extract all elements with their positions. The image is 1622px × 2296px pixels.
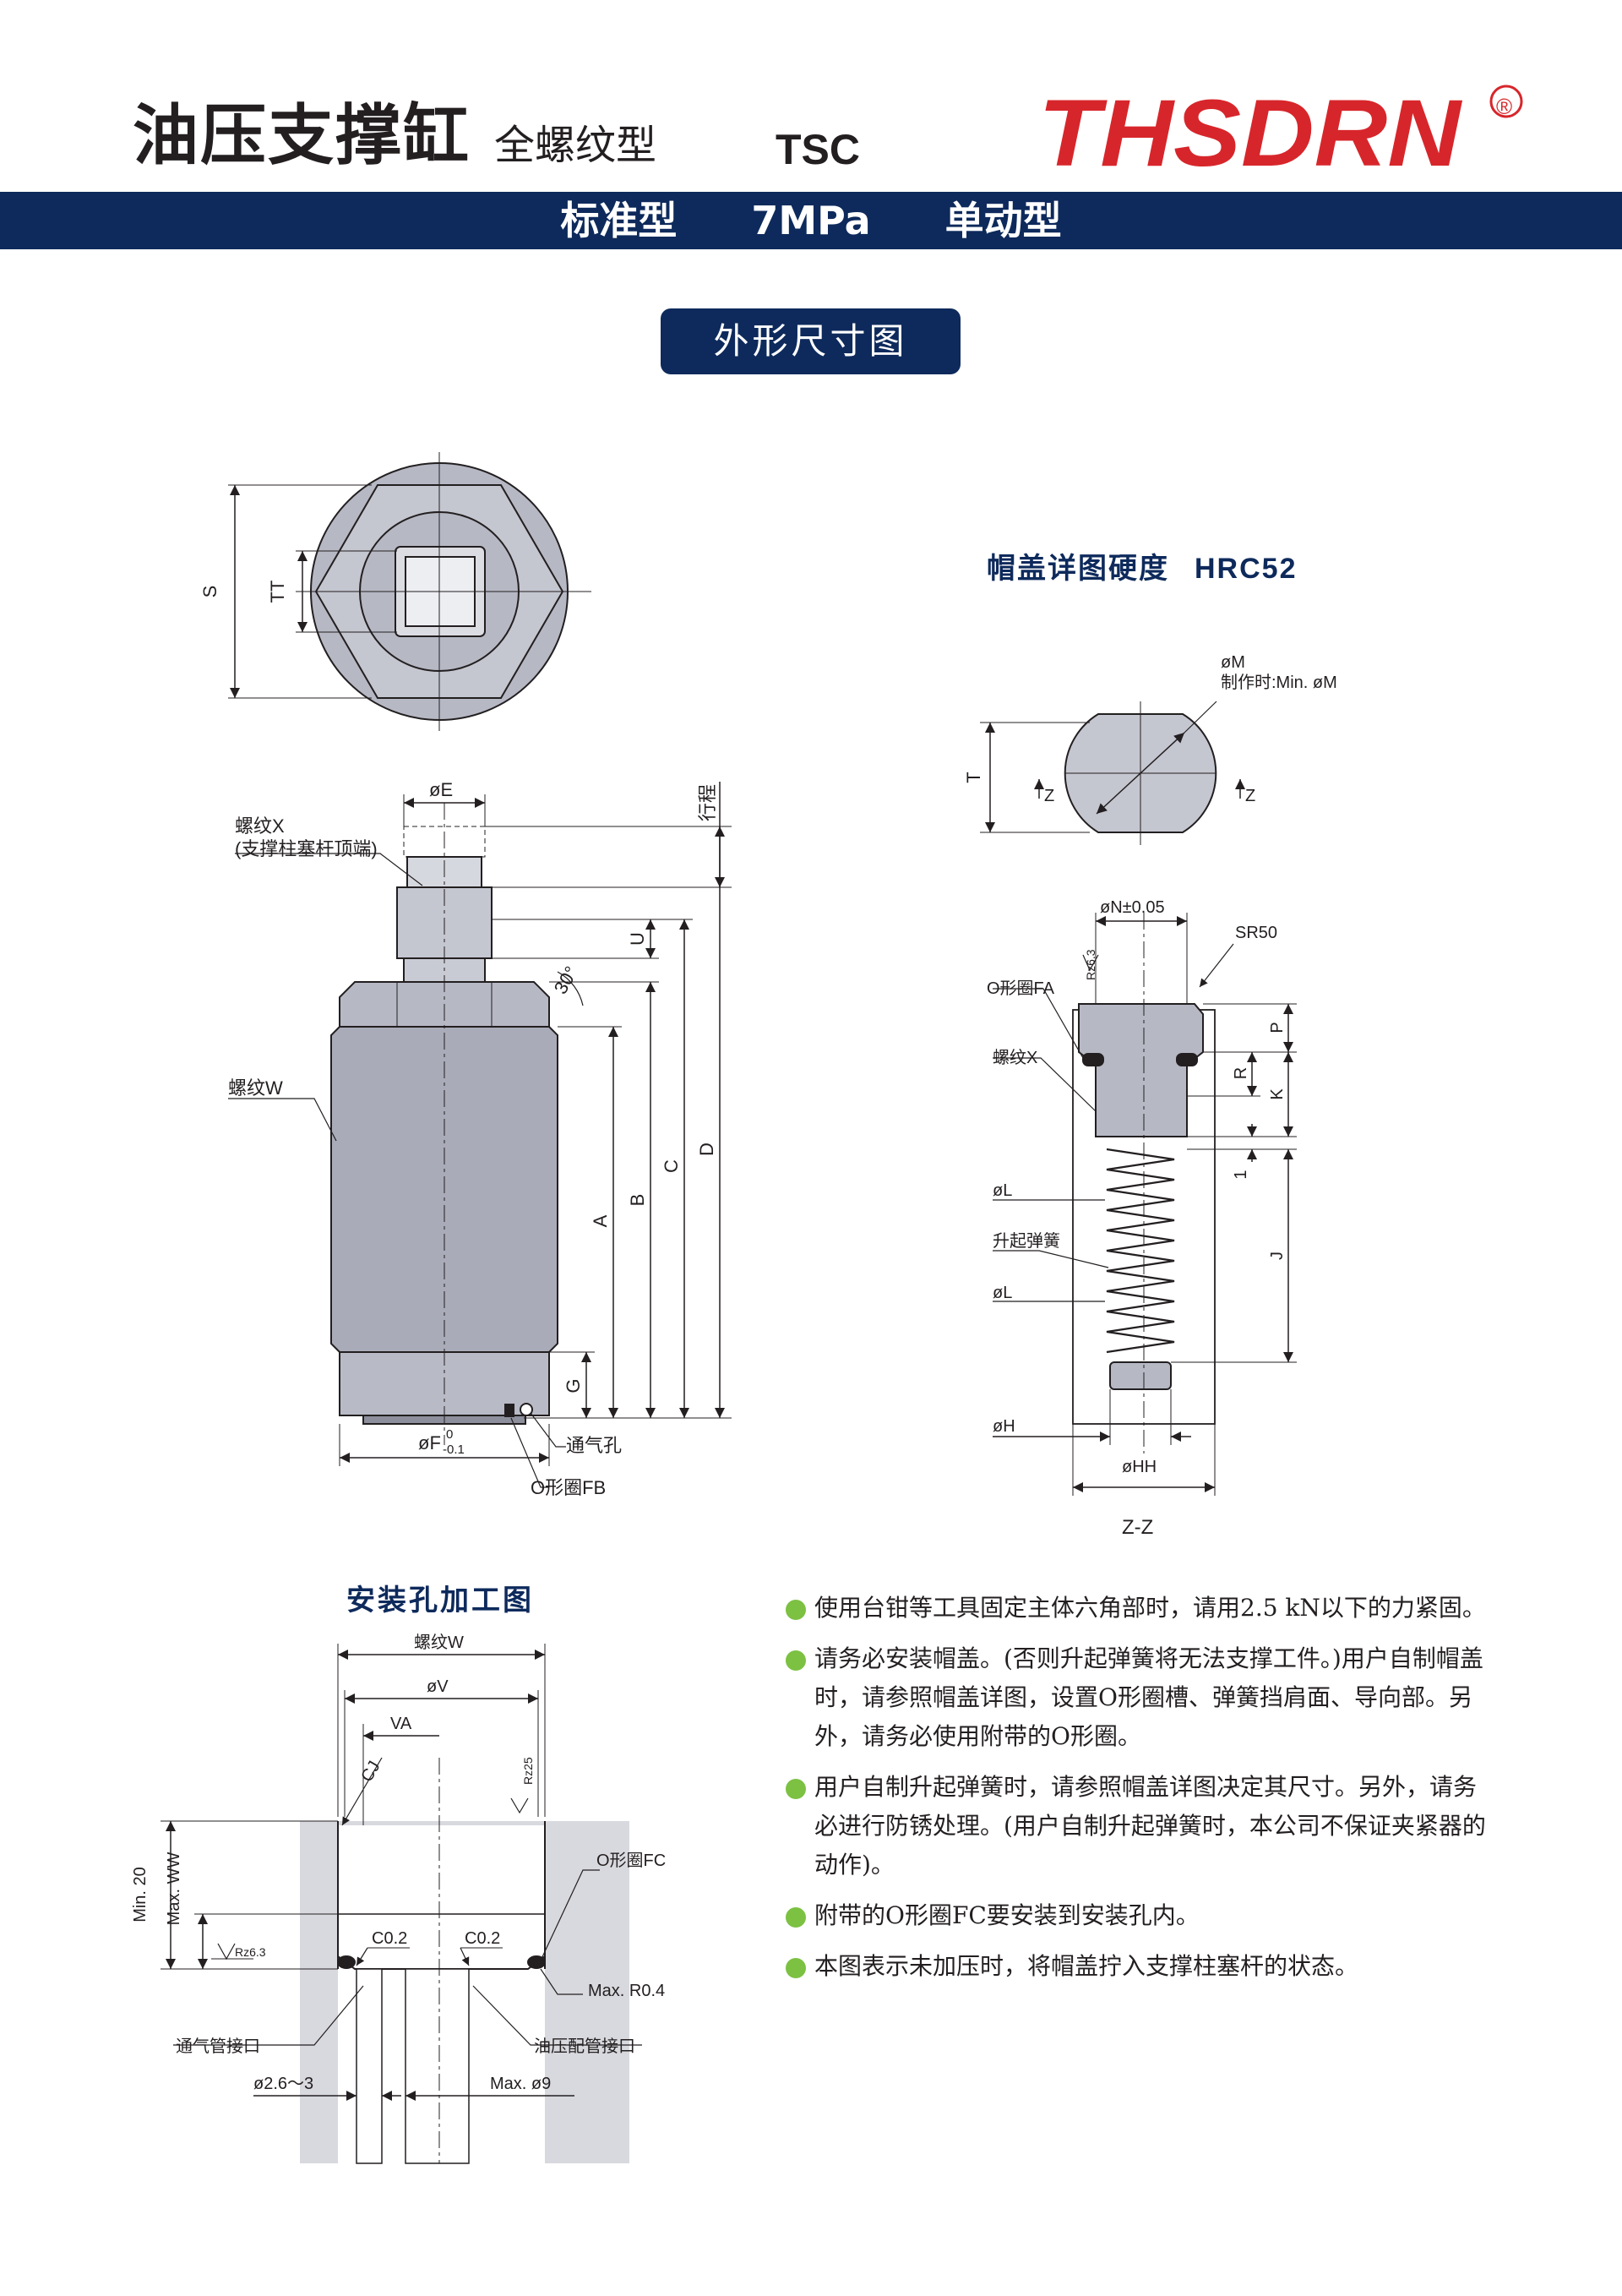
label-z-left: Z bbox=[1044, 787, 1054, 805]
dim-p: P bbox=[1268, 1022, 1287, 1033]
label-m: øM bbox=[1221, 653, 1245, 672]
dim-a: A bbox=[590, 1214, 611, 1227]
install-vent-port: 通气管接口 bbox=[176, 2037, 260, 2056]
note-item: 请务必安装帽盖。(否则升起弹簧将无法支撑工件。)用户自制帽盖时，请参照帽盖详图，… bbox=[786, 1639, 1487, 1756]
label-thread-x-cap: 螺纹X bbox=[993, 1048, 1037, 1067]
label-thread-x-note: (支撑柱塞杆顶端) bbox=[235, 838, 378, 859]
install-c02-right: C0.2 bbox=[465, 1929, 500, 1948]
note-text: 用户自制升起弹簧时，请参照帽盖详图决定其尺寸。另外，请务必进行防锈处理。(用户自… bbox=[814, 1773, 1486, 1879]
label-m-note: 制作时:Min. øM bbox=[1221, 673, 1337, 692]
install-rz25: Rz25 bbox=[521, 1757, 535, 1785]
install-rz63: Rz6.3 bbox=[235, 1945, 266, 1959]
install-va: VA bbox=[390, 1715, 412, 1733]
dim-d: D bbox=[696, 1143, 717, 1156]
dim-t: T bbox=[963, 772, 984, 783]
label-oring-fb: O形圈FB bbox=[531, 1477, 606, 1498]
label-thread-w: 螺纹W bbox=[228, 1077, 283, 1099]
label-z-right: Z bbox=[1245, 787, 1255, 805]
dim-e: øE bbox=[429, 779, 453, 800]
dim-f: øF bbox=[418, 1432, 441, 1453]
cap-section-view bbox=[993, 913, 1297, 1496]
main-side-view bbox=[228, 782, 732, 1488]
install-hole-heading: 安装孔加工图 bbox=[346, 1584, 534, 1617]
bullet-dot-icon bbox=[786, 1907, 806, 1928]
registered-mark-circle bbox=[1489, 85, 1523, 118]
cap-hardness: HRC52 bbox=[1195, 553, 1298, 585]
label-h: øH bbox=[993, 1417, 1015, 1436]
dim-g: G bbox=[563, 1378, 584, 1393]
dim-f-tol-lower: -0.1 bbox=[443, 1442, 465, 1457]
banner-pressure: 7MPa bbox=[751, 198, 871, 243]
note-item: 附带的O形圈FC要安装到安装孔内。 bbox=[786, 1896, 1487, 1935]
install-cj: CJ bbox=[357, 1758, 384, 1785]
install-max-r: Max. R0.4 bbox=[588, 1982, 665, 2000]
bullet-dot-icon bbox=[786, 1650, 806, 1671]
dim-s: S bbox=[199, 586, 220, 598]
install-thread-w: 螺纹W bbox=[414, 1633, 464, 1652]
spec-banner bbox=[0, 192, 1622, 249]
note-item: 使用台钳等工具固定主体六角部时，请用2.5 kN以下的力紧固。 bbox=[786, 1589, 1487, 1628]
label-l-2: øL bbox=[993, 1284, 1012, 1302]
label-thread-x: 螺纹X bbox=[235, 815, 285, 837]
page-subtitle: 全螺纹型 bbox=[494, 122, 657, 169]
note-item: 本图表示未加压时，将帽盖拧入支撑柱塞杆的状态。 bbox=[786, 1947, 1487, 1986]
install-hole-view bbox=[161, 1644, 642, 2164]
note-text: 使用台钳等工具固定主体六角部时，请用2.5 kN以下的力紧固。 bbox=[814, 1594, 1486, 1622]
cap-detail-top bbox=[980, 701, 1245, 845]
dim-u: U bbox=[627, 932, 648, 946]
note-item: 用户自制升起弹簧时，请参照帽盖详图决定其尺寸。另外，请务必进行防锈处理。(用户自… bbox=[786, 1768, 1487, 1884]
install-c02-left: C0.2 bbox=[372, 1929, 407, 1948]
note-text: 本图表示未加压时，将帽盖拧入支撑柱塞杆的状态。 bbox=[814, 1952, 1359, 1980]
dim-f-tol-upper: 0 bbox=[446, 1427, 453, 1442]
dim-stroke: 行程 bbox=[697, 784, 718, 821]
banner-action: 单动型 bbox=[944, 198, 1062, 243]
banner-type: 标准型 bbox=[560, 198, 678, 243]
label-spring: 升起弹簧 bbox=[993, 1231, 1060, 1251]
dim-c: C bbox=[661, 1159, 682, 1173]
cap-detail-heading: 帽盖详图硬度 HRC52 bbox=[987, 545, 1297, 586]
install-oil-port: 油压配管接口 bbox=[534, 2037, 635, 2056]
dim-k: K bbox=[1268, 1088, 1287, 1100]
label-sr: SR50 bbox=[1235, 924, 1277, 942]
label-hh: øHH bbox=[1122, 1458, 1157, 1476]
model-code: TSC bbox=[776, 126, 860, 173]
label-oring-fa: O形圈FA bbox=[987, 979, 1055, 998]
note-text: 附带的O形圈FC要安装到安装孔内。 bbox=[814, 1901, 1200, 1929]
spec-banner-text: 标准型 7MPa 单动型 bbox=[0, 192, 1622, 249]
bullet-dot-icon bbox=[786, 1958, 806, 1978]
install-min20: Min. 20 bbox=[131, 1867, 150, 1922]
dim-r: R bbox=[1232, 1067, 1250, 1079]
brand-logo: THSDRN ® bbox=[1038, 83, 1523, 176]
install-v: øV bbox=[427, 1677, 449, 1696]
notes-list: 使用台钳等工具固定主体六角部时，请用2.5 kN以下的力紧固。 请务必安装帽盖。… bbox=[786, 1589, 1487, 1998]
section-title: 外形尺寸图 bbox=[661, 308, 961, 374]
cap-detail-title: 帽盖详图硬度 bbox=[987, 552, 1169, 586]
dim-tt: TT bbox=[267, 581, 288, 603]
label-l-1: øL bbox=[993, 1181, 1012, 1200]
label-rz63-cap: Rz6.3 bbox=[1084, 949, 1097, 980]
page-title: 油压支撑缸 bbox=[133, 98, 471, 174]
dim-one: 1 bbox=[1232, 1170, 1250, 1179]
install-d-vent: ø2.6～3 bbox=[253, 2075, 313, 2093]
label-section-zz: Z-Z bbox=[1122, 1516, 1153, 1539]
top-view bbox=[228, 452, 591, 731]
install-oring-fc: O形圈FC bbox=[596, 1851, 666, 1870]
install-maxww: Max. WW bbox=[165, 1852, 183, 1926]
registered-mark: ® bbox=[1496, 94, 1512, 119]
dim-n: øN±0.05 bbox=[1100, 898, 1165, 917]
note-text: 请务必安装帽盖。(否则升起弹簧将无法支撑工件。)用户自制帽盖时，请参照帽盖详图，… bbox=[814, 1644, 1483, 1750]
install-d-oil: Max. ø9 bbox=[490, 2075, 551, 2093]
dim-j: J bbox=[1268, 1252, 1287, 1260]
dim-b: B bbox=[627, 1194, 648, 1207]
label-vent: 通气孔 bbox=[566, 1435, 622, 1456]
brand-name: THSDRN bbox=[1038, 83, 1462, 176]
bullet-dot-icon bbox=[786, 1779, 806, 1799]
dim-angle: 30° bbox=[550, 963, 582, 997]
bullet-dot-icon bbox=[786, 1600, 806, 1620]
